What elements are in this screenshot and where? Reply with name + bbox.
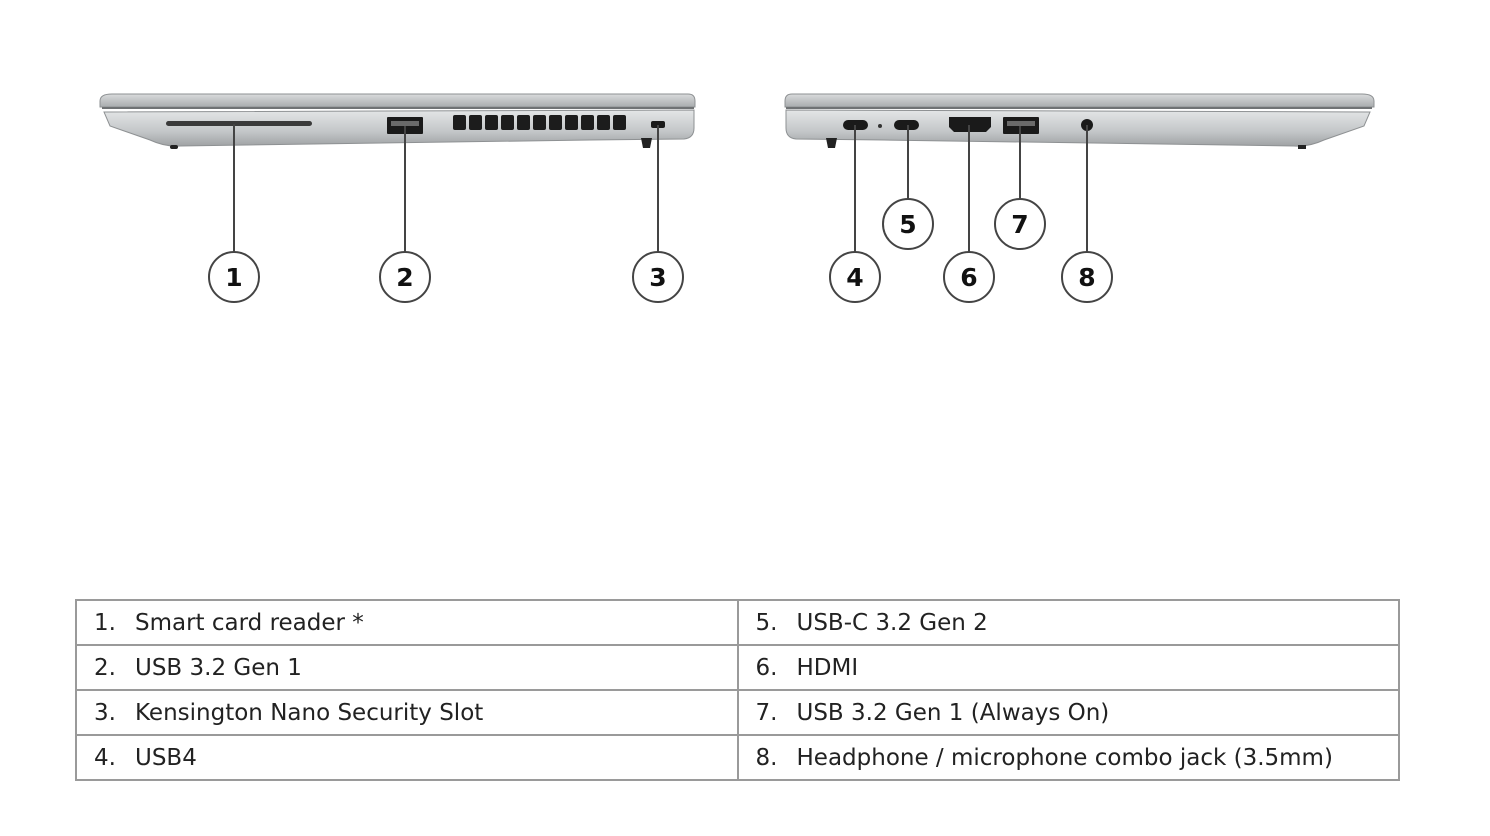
svg-text:3: 3: [649, 263, 666, 292]
legend-label: Kensington Nano Security Slot: [135, 699, 484, 726]
vent-grille: [453, 115, 626, 130]
legend-number: 8.: [755, 744, 778, 771]
svg-text:1: 1: [225, 263, 242, 292]
usb-c-port: [894, 120, 919, 130]
legend-number: 7.: [755, 699, 778, 726]
svg-text:5: 5: [899, 210, 916, 239]
legend-cell-3: 3. Kensington Nano Security Slot: [75, 689, 739, 736]
callout-7: 7: [994, 198, 1046, 250]
svg-text:2: 2: [396, 263, 413, 292]
legend-label: USB 3.2 Gen 1 (Always On): [796, 699, 1110, 726]
table-row: 2. USB 3.2 Gen 1 6. HDMI: [75, 644, 1400, 691]
callout-3: 3: [632, 251, 684, 303]
legend-label: USB 3.2 Gen 1: [135, 654, 302, 681]
legend-cell-2: 2. USB 3.2 Gen 1: [75, 644, 739, 691]
svg-text:4: 4: [846, 263, 863, 292]
smart-card-reader-slot: [166, 121, 312, 126]
legend-cell-5: 5. USB-C 3.2 Gen 2: [736, 599, 1400, 646]
callout-5: 5: [882, 198, 934, 250]
legend-number: 6.: [755, 654, 778, 681]
callout-2: 2: [379, 251, 431, 303]
leader-lines-right: [854, 125, 1088, 252]
legend-number: 1.: [94, 609, 116, 636]
laptop-right-side-view: [784, 93, 1375, 252]
callout-8: 8: [1061, 251, 1113, 303]
legend-label: USB4: [135, 744, 197, 771]
laptop-side-views-diagram: 1 2 3 4 5 6 7 8: [99, 93, 1375, 303]
callout-4: 4: [829, 251, 881, 303]
hdmi-port: [949, 117, 991, 132]
legend-label: USB-C 3.2 Gen 2: [796, 609, 988, 636]
legend-number: 5.: [755, 609, 778, 636]
table-row: 1. Smart card reader * 5. USB-C 3.2 Gen 2: [75, 599, 1400, 646]
legend-number: 4.: [94, 744, 116, 771]
legend-label: Headphone / microphone combo jack (3.5mm…: [796, 744, 1333, 771]
callout-6: 6: [943, 251, 995, 303]
svg-text:8: 8: [1078, 263, 1095, 292]
svg-text:7: 7: [1011, 210, 1028, 239]
legend-cell-8: 8. Headphone / microphone combo jack (3.5…: [736, 734, 1400, 781]
legend-cell-1: 1. Smart card reader *: [75, 599, 739, 646]
table-row: 3. Kensington Nano Security Slot 7. USB 3.…: [75, 689, 1400, 736]
callout-1: 1: [208, 251, 260, 303]
legend-cell-6: 6. HDMI: [736, 644, 1400, 691]
port-legend-table: 1.Smart card reader * 5.USB-C 3.2 Gen 2 …: [75, 599, 1400, 781]
table-row: 4. USB4 8. Headphone / microphone combo ja…: [75, 734, 1400, 781]
legend-label: Smart card reader *: [135, 609, 364, 636]
legend-number: 3.: [94, 699, 116, 726]
legend-cell-4: 4. USB4: [75, 734, 739, 781]
laptop-left-side-view: [99, 93, 696, 252]
legend-number: 2.: [94, 654, 116, 681]
legend-cell-7: 7. USB 3.2 Gen 1 (Always On): [736, 689, 1400, 736]
legend-label: HDMI: [796, 654, 859, 681]
security-slot: [651, 121, 665, 128]
svg-text:6: 6: [960, 263, 977, 292]
leader-lines-left: [233, 124, 659, 252]
